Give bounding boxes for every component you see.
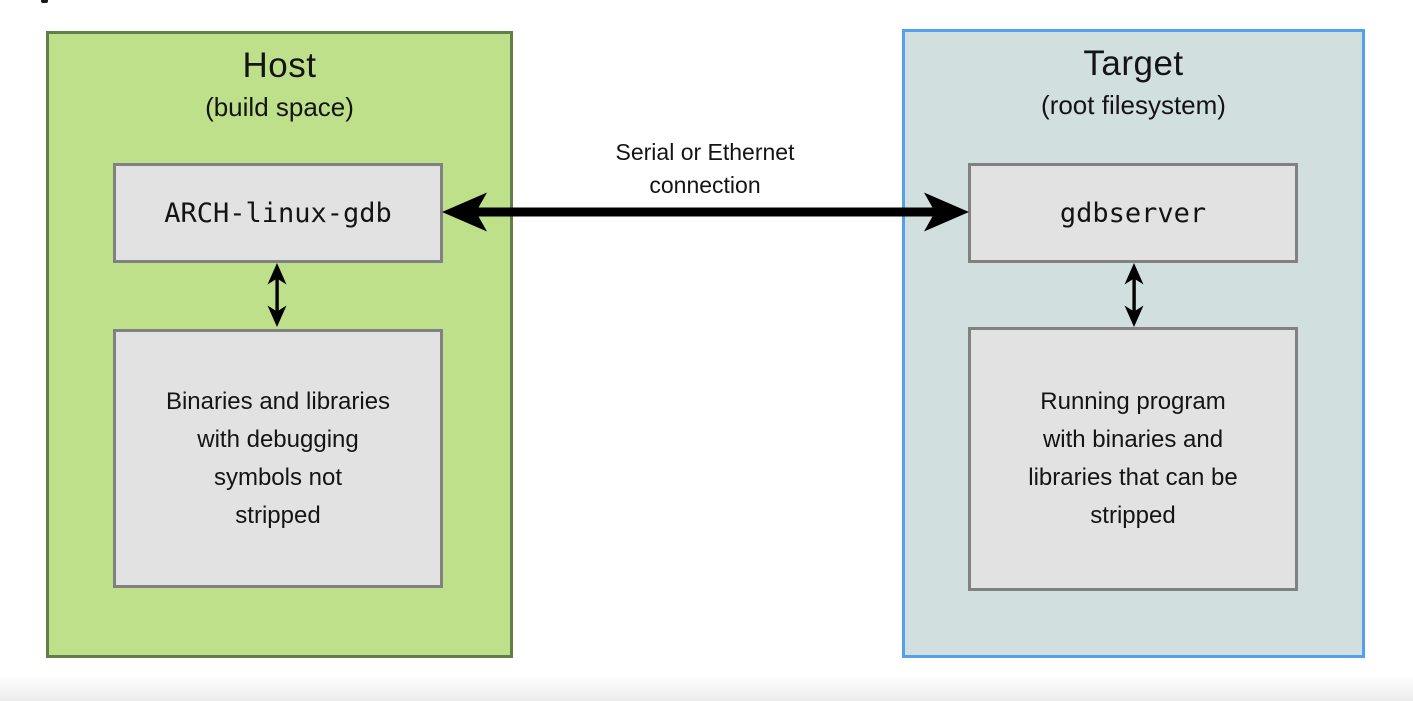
cropped-text-fragment: [41, 0, 48, 3]
target-title: Target: [1083, 44, 1184, 83]
connection-label: Serial or Ethernet connection: [555, 136, 855, 202]
target-program-line: libraries that can be: [1028, 464, 1238, 491]
target-subtitle: (root filesystem): [1041, 90, 1226, 120]
target-program-line: stripped: [1090, 502, 1176, 529]
host-binaries-node: Binaries and libraries with debugging sy…: [113, 329, 443, 588]
host-binaries-line: symbols not: [213, 463, 343, 491]
page-footer-band: [0, 677, 1413, 701]
host-gdb-label: ARCH-linux-gdb: [164, 197, 392, 229]
host-binaries-line: with debugging: [197, 425, 359, 453]
target-program-line: Running program: [1040, 388, 1226, 415]
host-title: Host: [242, 46, 317, 85]
host-gdb-node: ARCH-linux-gdb: [113, 163, 443, 263]
target-gdbserver-label: gdbserver: [1059, 197, 1207, 229]
host-binaries-line: Binaries and libraries: [165, 387, 391, 415]
target-gdbserver-node: gdbserver: [968, 163, 1298, 263]
target-program-node: Running program with binaries and librar…: [968, 327, 1298, 591]
connection-label-line: Serial or Ethernet: [615, 139, 795, 165]
connection-label-line: connection: [649, 172, 761, 198]
target-program-line: with binaries and: [1042, 426, 1224, 453]
host-subtitle: (build space): [205, 92, 354, 122]
host-binaries-line: stripped: [235, 501, 321, 529]
